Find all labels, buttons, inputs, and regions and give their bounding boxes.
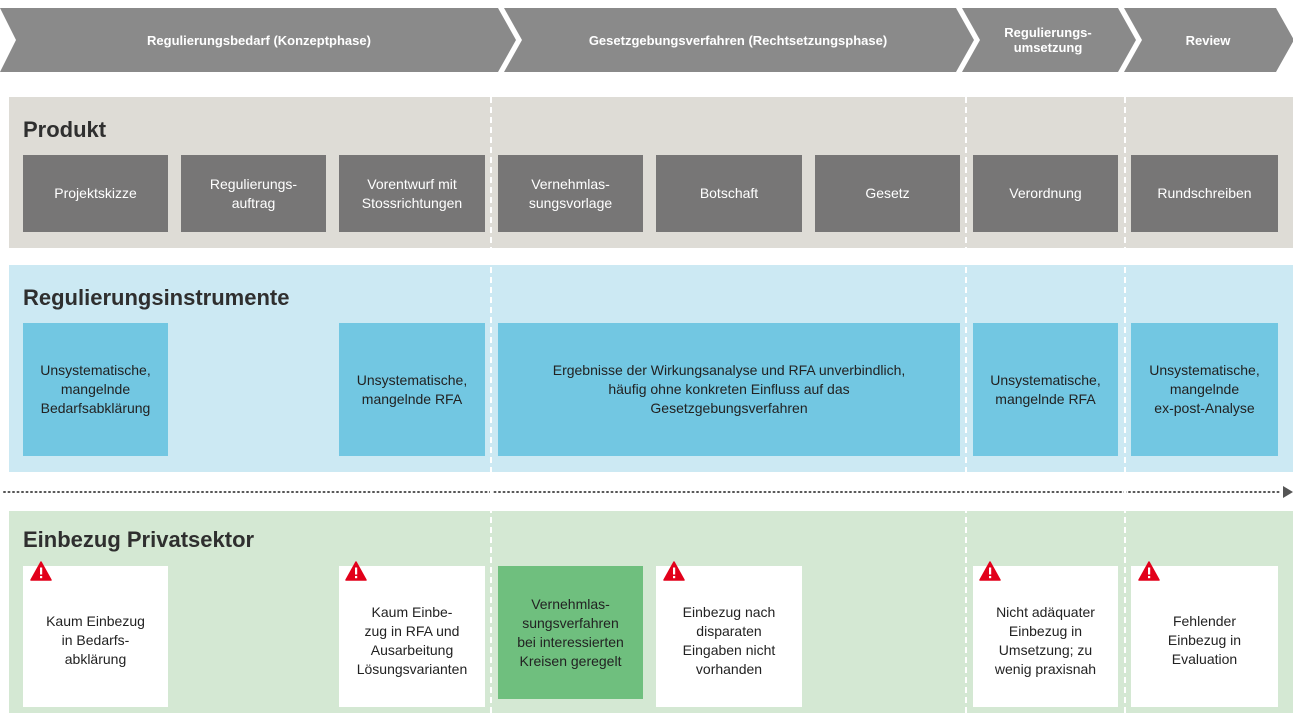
- warning-icon: [30, 561, 52, 581]
- instrumente-box-wirkungsanalyse: Ergebnisse der Wirkungsanalyse und RFA u…: [498, 323, 960, 456]
- phase-separator: [490, 97, 492, 713]
- phase-chevron-2: [504, 8, 974, 72]
- phase-chevron-3: [962, 8, 1136, 72]
- phase-label-rechtsetzung: Gesetzgebungsverfahren (Rechtsetzungspha…: [588, 32, 888, 48]
- instrumente-box-ex-post: Unsystematische, mangelnde ex-post-Analy…: [1131, 323, 1278, 456]
- phase-label-konzept: Regulierungsbedarf (Konzeptphase): [147, 32, 371, 48]
- produkt-box-rundschreiben: Rundschreiben: [1131, 155, 1278, 232]
- warning-icon: [1138, 561, 1160, 581]
- phase-label-review: Review: [1185, 32, 1231, 48]
- instrumente-box-rfa-umsetzung: Unsystematische, mangelnde RFA: [973, 323, 1118, 456]
- arrow-right-icon: [1283, 486, 1293, 498]
- warning-icon: [345, 561, 367, 581]
- privat-box-eingaben: Einbezug nach disparaten Eingaben nicht …: [656, 566, 802, 707]
- privatsektor-title: Einbezug Privatsektor: [23, 527, 255, 552]
- phase-chevrons: [0, 8, 1293, 72]
- phase-chevron-1: [0, 8, 516, 72]
- produkt-title: Produkt: [23, 117, 107, 142]
- instrumente-box-bedarfsabklaerung: Unsystematische, mangelnde Bedarfsabklär…: [23, 323, 168, 456]
- produkt-box-projektskizze: Projektskizze: [23, 155, 168, 232]
- timeline-arrow: [3, 486, 1293, 498]
- privat-box-umsetzung: Nicht adäquater Einbezug in Umsetzung; z…: [973, 566, 1118, 707]
- produkt-box-verordnung: Verordnung: [973, 155, 1118, 232]
- produkt-box-vorentwurf: Vorentwurf mit Stossrichtungen: [339, 155, 485, 232]
- produkt-box-botschaft: Botschaft: [656, 155, 802, 232]
- produkt-box-regulierungsauftrag: Regulierungs- auftrag: [181, 155, 326, 232]
- phase-separator: [965, 97, 967, 713]
- privat-box-rfa: Kaum Einbe- zug in RFA und Ausarbeitung …: [339, 566, 485, 707]
- privat-box-vernehmlassung: Vernehmlas- sungsverfahren bei interessi…: [498, 566, 643, 699]
- warning-icon: [979, 561, 1001, 581]
- produkt-box-vernehmlassungsvorlage: Vernehmlas- sungsvorlage: [498, 155, 643, 232]
- phase-chevron-4: [1124, 8, 1293, 72]
- phase-separator: [1124, 97, 1126, 713]
- instrumente-title: Regulierungsinstrumente: [23, 285, 290, 310]
- warning-icon: [663, 561, 685, 581]
- privat-box-bedarfsabklaerung: Kaum Einbezug in Bedarfs- abklärung: [23, 566, 168, 707]
- phase-label-umsetzung: Regulierungs- umsetzung: [1004, 25, 1092, 55]
- instrumente-box-rfa-konzept: Unsystematische, mangelnde RFA: [339, 323, 485, 456]
- produkt-box-gesetz: Gesetz: [815, 155, 960, 232]
- privat-box-evaluation: Fehlender Einbezug in Evaluation: [1131, 566, 1278, 707]
